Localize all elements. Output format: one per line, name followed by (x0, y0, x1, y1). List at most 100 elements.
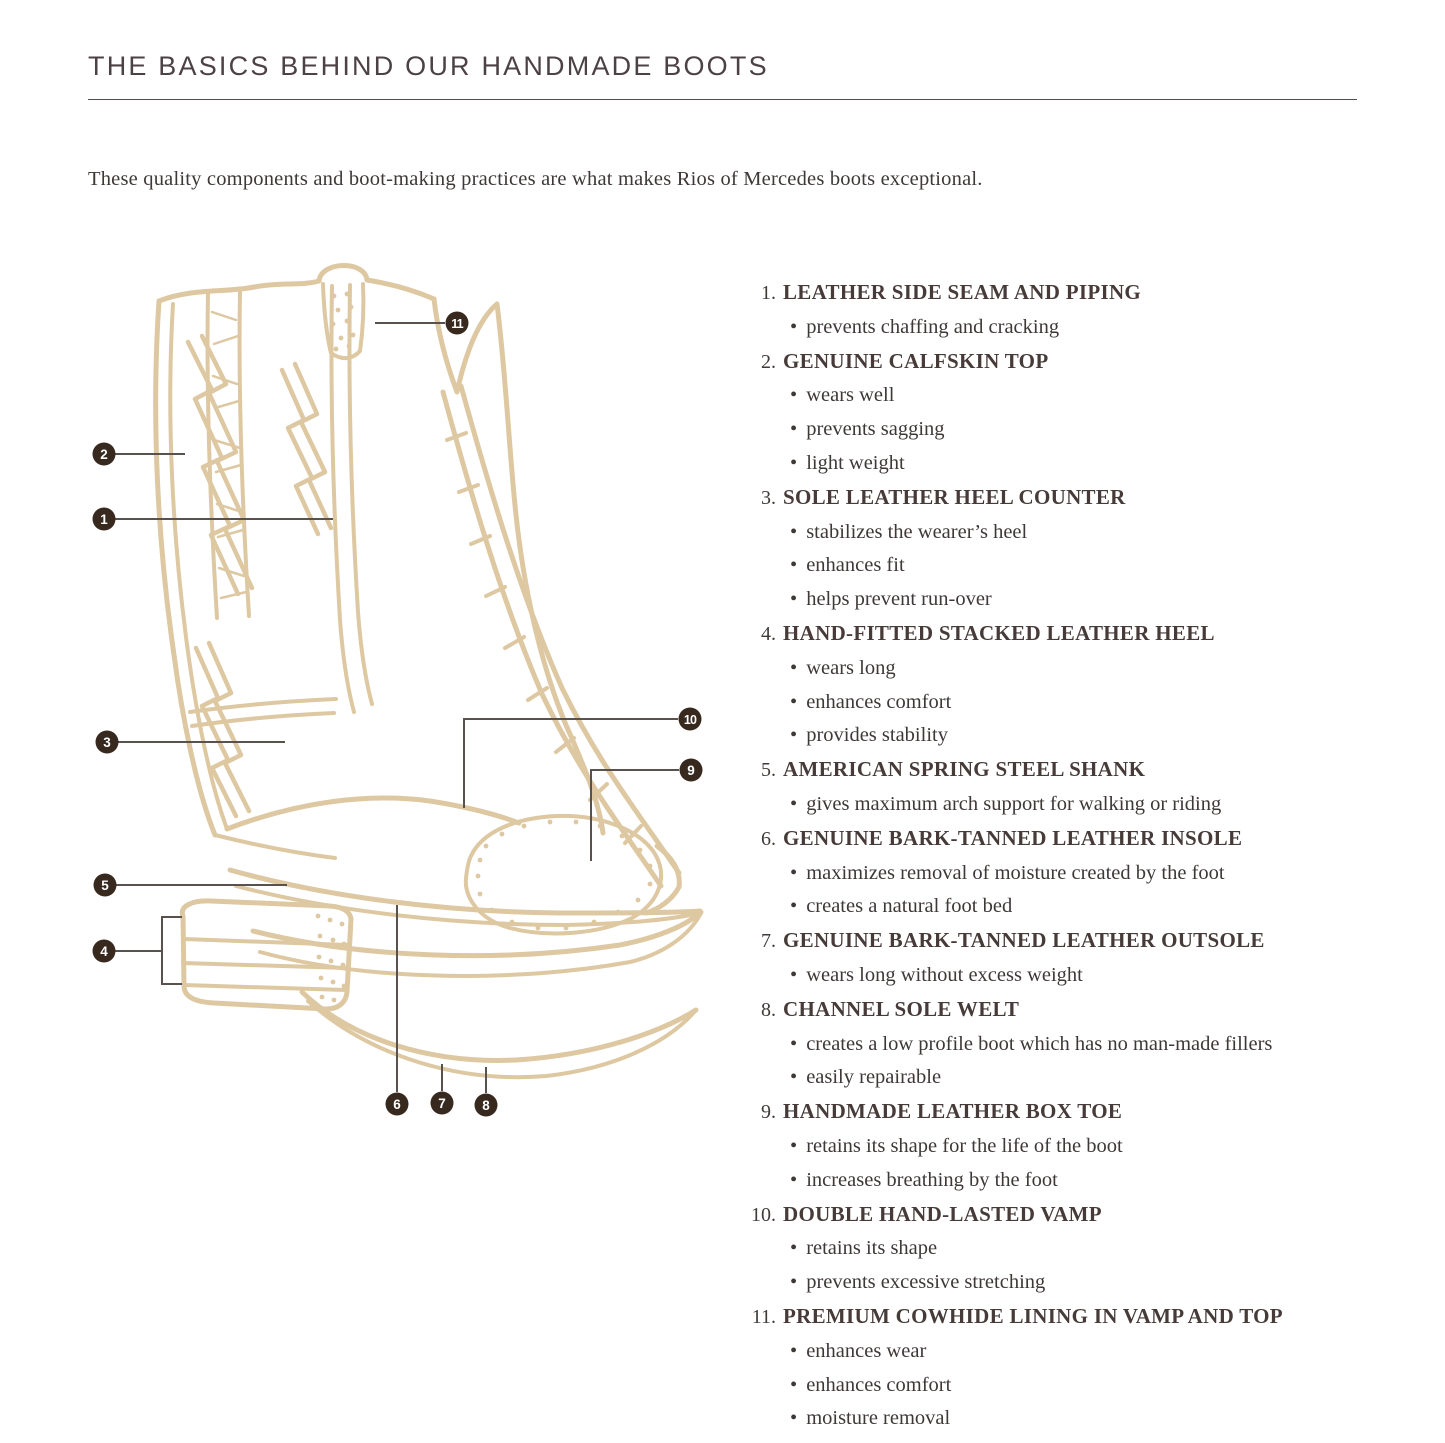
feature-bullets: • creates a low profile boot which has n… (740, 1028, 1400, 1096)
callout-markers: 1 2 3 4 5 6 7 8 9 10 11 (92, 311, 703, 1117)
feature-title: GENUINE BARK-TANNED LEATHER OUTSOLE (783, 928, 1265, 953)
svg-text:3: 3 (103, 735, 111, 750)
bullet-glyph: • (790, 1134, 798, 1157)
feature-bullets: • retains its shape for the life of the … (740, 1130, 1400, 1198)
bullet-glyph: • (790, 963, 798, 986)
bullet-item: • provides stability (740, 719, 1400, 753)
svg-text:8: 8 (482, 1098, 490, 1113)
feature-bullets: • enhances wear • enhances comfort • moi… (740, 1335, 1400, 1436)
feature-item: 5. AMERICAN SPRING STEEL SHANK • gives m… (740, 753, 1400, 822)
bullet-item: • increases breathing by the foot (740, 1164, 1400, 1198)
feature-title: GENUINE BARK-TANNED LEATHER INSOLE (783, 825, 1243, 850)
bullet-glyph: • (790, 656, 798, 679)
feature-number: 6. (761, 827, 776, 850)
bullet-item: • helps prevent run-over (740, 583, 1400, 617)
svg-text:5: 5 (101, 878, 109, 893)
bullet-glyph: • (790, 1237, 798, 1260)
bullet-item: • enhances comfort (740, 1369, 1400, 1403)
feature-bullets: • wears long without excess weight (740, 959, 1400, 993)
marker-6: 6 (385, 905, 409, 1116)
svg-text:1: 1 (100, 512, 108, 527)
feature-number: 11. (751, 1305, 776, 1328)
boot-illustration (153, 263, 704, 1080)
svg-text:9: 9 (687, 763, 695, 778)
bullet-text: enhances fit (806, 554, 905, 577)
bullet-text: stabilizes the wearer’s heel (806, 520, 1028, 543)
bullet-item: • enhances wear (740, 1335, 1400, 1369)
marker-4: 4 (92, 916, 182, 985)
bullet-item: • creates a natural foot bed (740, 890, 1400, 924)
feature-title: DOUBLE HAND-LASTED VAMP (783, 1201, 1102, 1226)
bullet-text: moisture removal (806, 1407, 951, 1430)
marker-7: 7 (430, 1064, 454, 1115)
bullet-item: • prevents chaffing and cracking (740, 311, 1400, 345)
feature-title: LEATHER SIDE SEAM AND PIPING (783, 280, 1142, 304)
feature-item: 9. HANDMADE LEATHER BOX TOE • retains it… (740, 1095, 1400, 1197)
feature-number: 5. (761, 759, 776, 782)
bullet-text: wears well (806, 384, 895, 407)
bullet-item: • retains its shape (740, 1232, 1400, 1266)
bullet-glyph: • (790, 861, 798, 884)
feature-bullets: • gives maximum arch support for walking… (740, 788, 1400, 822)
feature-item: 6. GENUINE BARK-TANNED LEATHER INSOLE • … (740, 822, 1400, 924)
svg-text:6: 6 (393, 1097, 401, 1112)
bullet-item: • creates a low profile boot which has n… (740, 1028, 1400, 1062)
bullet-text: light weight (806, 451, 905, 474)
feature-number: 10. (751, 1203, 776, 1226)
bullet-glyph: • (790, 1271, 798, 1294)
bullet-text: prevents chaffing and cracking (806, 315, 1060, 338)
bullet-glyph: • (790, 418, 798, 441)
bullet-glyph: • (790, 384, 798, 407)
bullet-text: wears long without excess weight (806, 963, 1083, 986)
feature-title: HANDMADE LEATHER BOX TOE (783, 1099, 1123, 1124)
feature-title: CHANNEL SOLE WELT (783, 996, 1020, 1021)
feature-item: 7. GENUINE BARK-TANNED LEATHER OUTSOLE •… (740, 924, 1400, 993)
svg-text:11: 11 (451, 317, 463, 331)
bullet-text: wears long (806, 656, 896, 679)
bullet-glyph: • (790, 1032, 798, 1055)
feature-bullets: • retains its shape • prevents excessive… (740, 1232, 1400, 1300)
feature-item: 1. LEATHER SIDE SEAM AND PIPING • preven… (740, 276, 1400, 345)
bullet-text: retains its shape (806, 1237, 938, 1260)
bullet-text: enhances comfort (806, 1373, 952, 1396)
title-divider (88, 99, 1357, 100)
marker-3: 3 (95, 730, 285, 754)
bullet-text: creates a natural foot bed (806, 895, 1013, 918)
feature-number: 9. (761, 1101, 776, 1124)
feature-number: 1. (761, 282, 776, 304)
marker-10: 10 (463, 707, 702, 808)
bullet-item: • enhances fit (740, 549, 1400, 583)
marker-2: 2 (92, 442, 185, 466)
feature-item: 11. PREMIUM COWHIDE LINING IN VAMP AND T… (740, 1300, 1400, 1436)
bullet-glyph: • (790, 1373, 798, 1396)
marker-9: 9 (590, 758, 703, 861)
feature-title: GENUINE CALFSKIN TOP (783, 348, 1049, 373)
bullet-text: enhances wear (806, 1339, 927, 1362)
feature-title: SOLE LEATHER HEEL COUNTER (783, 484, 1126, 509)
feature-bullets: • maximizes removal of moisture created … (740, 857, 1400, 925)
bullet-glyph: • (790, 792, 798, 815)
bullet-glyph: • (790, 1407, 798, 1430)
bullet-text: helps prevent run-over (806, 588, 992, 611)
feature-bullets: • wears well • prevents sagging • light … (740, 379, 1400, 480)
bullet-item: • retains its shape for the life of the … (740, 1130, 1400, 1164)
bullet-glyph: • (790, 895, 798, 918)
feature-bullets: • stabilizes the wearer’s heel • enhance… (740, 516, 1400, 617)
feature-item: 8. CHANNEL SOLE WELT • creates a low pro… (740, 993, 1400, 1095)
bullet-glyph: • (790, 315, 798, 338)
bullet-item: • maximizes removal of moisture created … (740, 857, 1400, 891)
bullet-glyph: • (790, 554, 798, 577)
feature-title: PREMIUM COWHIDE LINING IN VAMP AND TOP (783, 1303, 1283, 1328)
feature-number: 4. (761, 622, 776, 645)
svg-text:7: 7 (438, 1096, 446, 1111)
bullet-item: • enhances comfort (740, 686, 1400, 720)
bullet-item: • gives maximum arch support for walking… (740, 788, 1400, 822)
marker-5: 5 (93, 873, 287, 897)
bullet-item: • stabilizes the wearer’s heel (740, 516, 1400, 550)
svg-text:10: 10 (684, 713, 697, 727)
svg-text:2: 2 (100, 447, 108, 462)
bullet-text: easily repairable (806, 1066, 942, 1089)
bullet-text: creates a low profile boot which has no … (806, 1032, 1273, 1055)
bullet-glyph: • (790, 724, 798, 747)
